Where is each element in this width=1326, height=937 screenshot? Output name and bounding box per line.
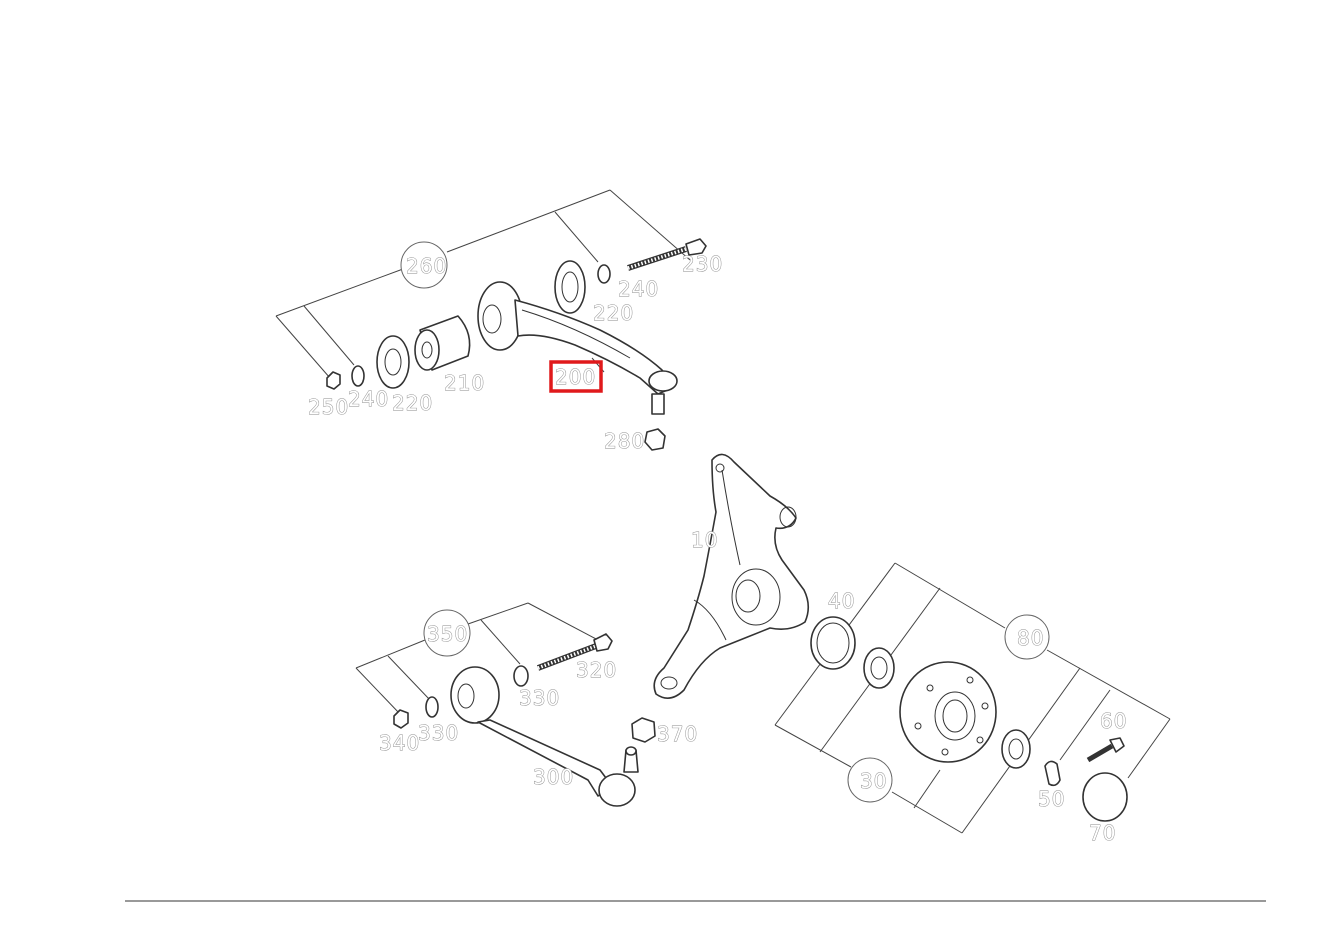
part-340-nut[interactable] (393, 709, 409, 729)
label-50: 50 (1038, 787, 1065, 811)
part-200-control-arm[interactable] (477, 281, 678, 415)
label-40: 40 (828, 589, 855, 613)
callout-circle-80 (1004, 614, 1050, 660)
part-240-washer-top[interactable] (597, 264, 611, 284)
part-370-nut[interactable] (631, 717, 656, 743)
part-bearing-outer[interactable] (1001, 729, 1031, 769)
label-370: 370 (657, 722, 698, 746)
part-220-bushing-lower[interactable] (376, 335, 410, 389)
part-330-washer-left[interactable] (425, 696, 439, 718)
part-hub[interactable] (899, 661, 997, 763)
part-10-knuckle[interactable] (653, 453, 810, 699)
part-40-seal[interactable] (810, 616, 856, 670)
part-240-washer-lower[interactable] (351, 365, 365, 387)
hub-group: 80 30 40 (774, 562, 1171, 845)
part-280-nut[interactable] (644, 428, 666, 451)
label-30: 30 (860, 769, 887, 793)
label-210: 210 (444, 371, 485, 395)
label-280: 280 (604, 429, 645, 453)
label-220-lower: 220 (392, 391, 433, 415)
part-210-bushing[interactable] (414, 315, 471, 371)
label-240-top: 240 (618, 277, 659, 301)
label-260: 260 (406, 254, 447, 278)
upper-arm-group: 260 230 240 220 200 (275, 189, 723, 453)
callout-circle-30 (847, 757, 893, 803)
highlight-box-200 (549, 360, 603, 393)
part-50-nut[interactable] (1044, 760, 1061, 787)
label-340: 340 (379, 731, 420, 755)
label-250: 250 (308, 395, 349, 419)
part-70-cap[interactable] (1082, 772, 1128, 822)
callout-circle-350 (423, 609, 471, 657)
part-320-bolt[interactable] (536, 633, 613, 671)
label-330-left: 330 (418, 721, 459, 745)
label-240-lower: 240 (348, 387, 389, 411)
label-60: 60 (1100, 709, 1127, 733)
label-70: 70 (1089, 821, 1116, 845)
lower-arm-group: 350 320 330 300 370 330 340 (355, 602, 698, 807)
part-220-bushing-top[interactable] (554, 260, 586, 314)
label-300: 300 (533, 765, 574, 789)
callout-circle-260 (400, 241, 448, 289)
label-80: 80 (1017, 626, 1044, 650)
label-10: 10 (691, 528, 718, 552)
part-250-nut[interactable] (326, 371, 341, 390)
part-bearing-inner[interactable] (863, 647, 895, 689)
part-230-bolt[interactable] (627, 238, 707, 271)
label-230: 230 (682, 252, 723, 276)
label-320: 320 (576, 658, 617, 682)
label-200[interactable]: 200 (555, 365, 596, 390)
label-330-right: 330 (519, 686, 560, 710)
label-350: 350 (427, 622, 468, 646)
part-330-washer-right[interactable] (513, 665, 529, 687)
label-220-top: 220 (593, 301, 634, 325)
part-60-bolt[interactable] (1086, 737, 1125, 763)
part-300-lower-arm[interactable] (450, 666, 639, 807)
